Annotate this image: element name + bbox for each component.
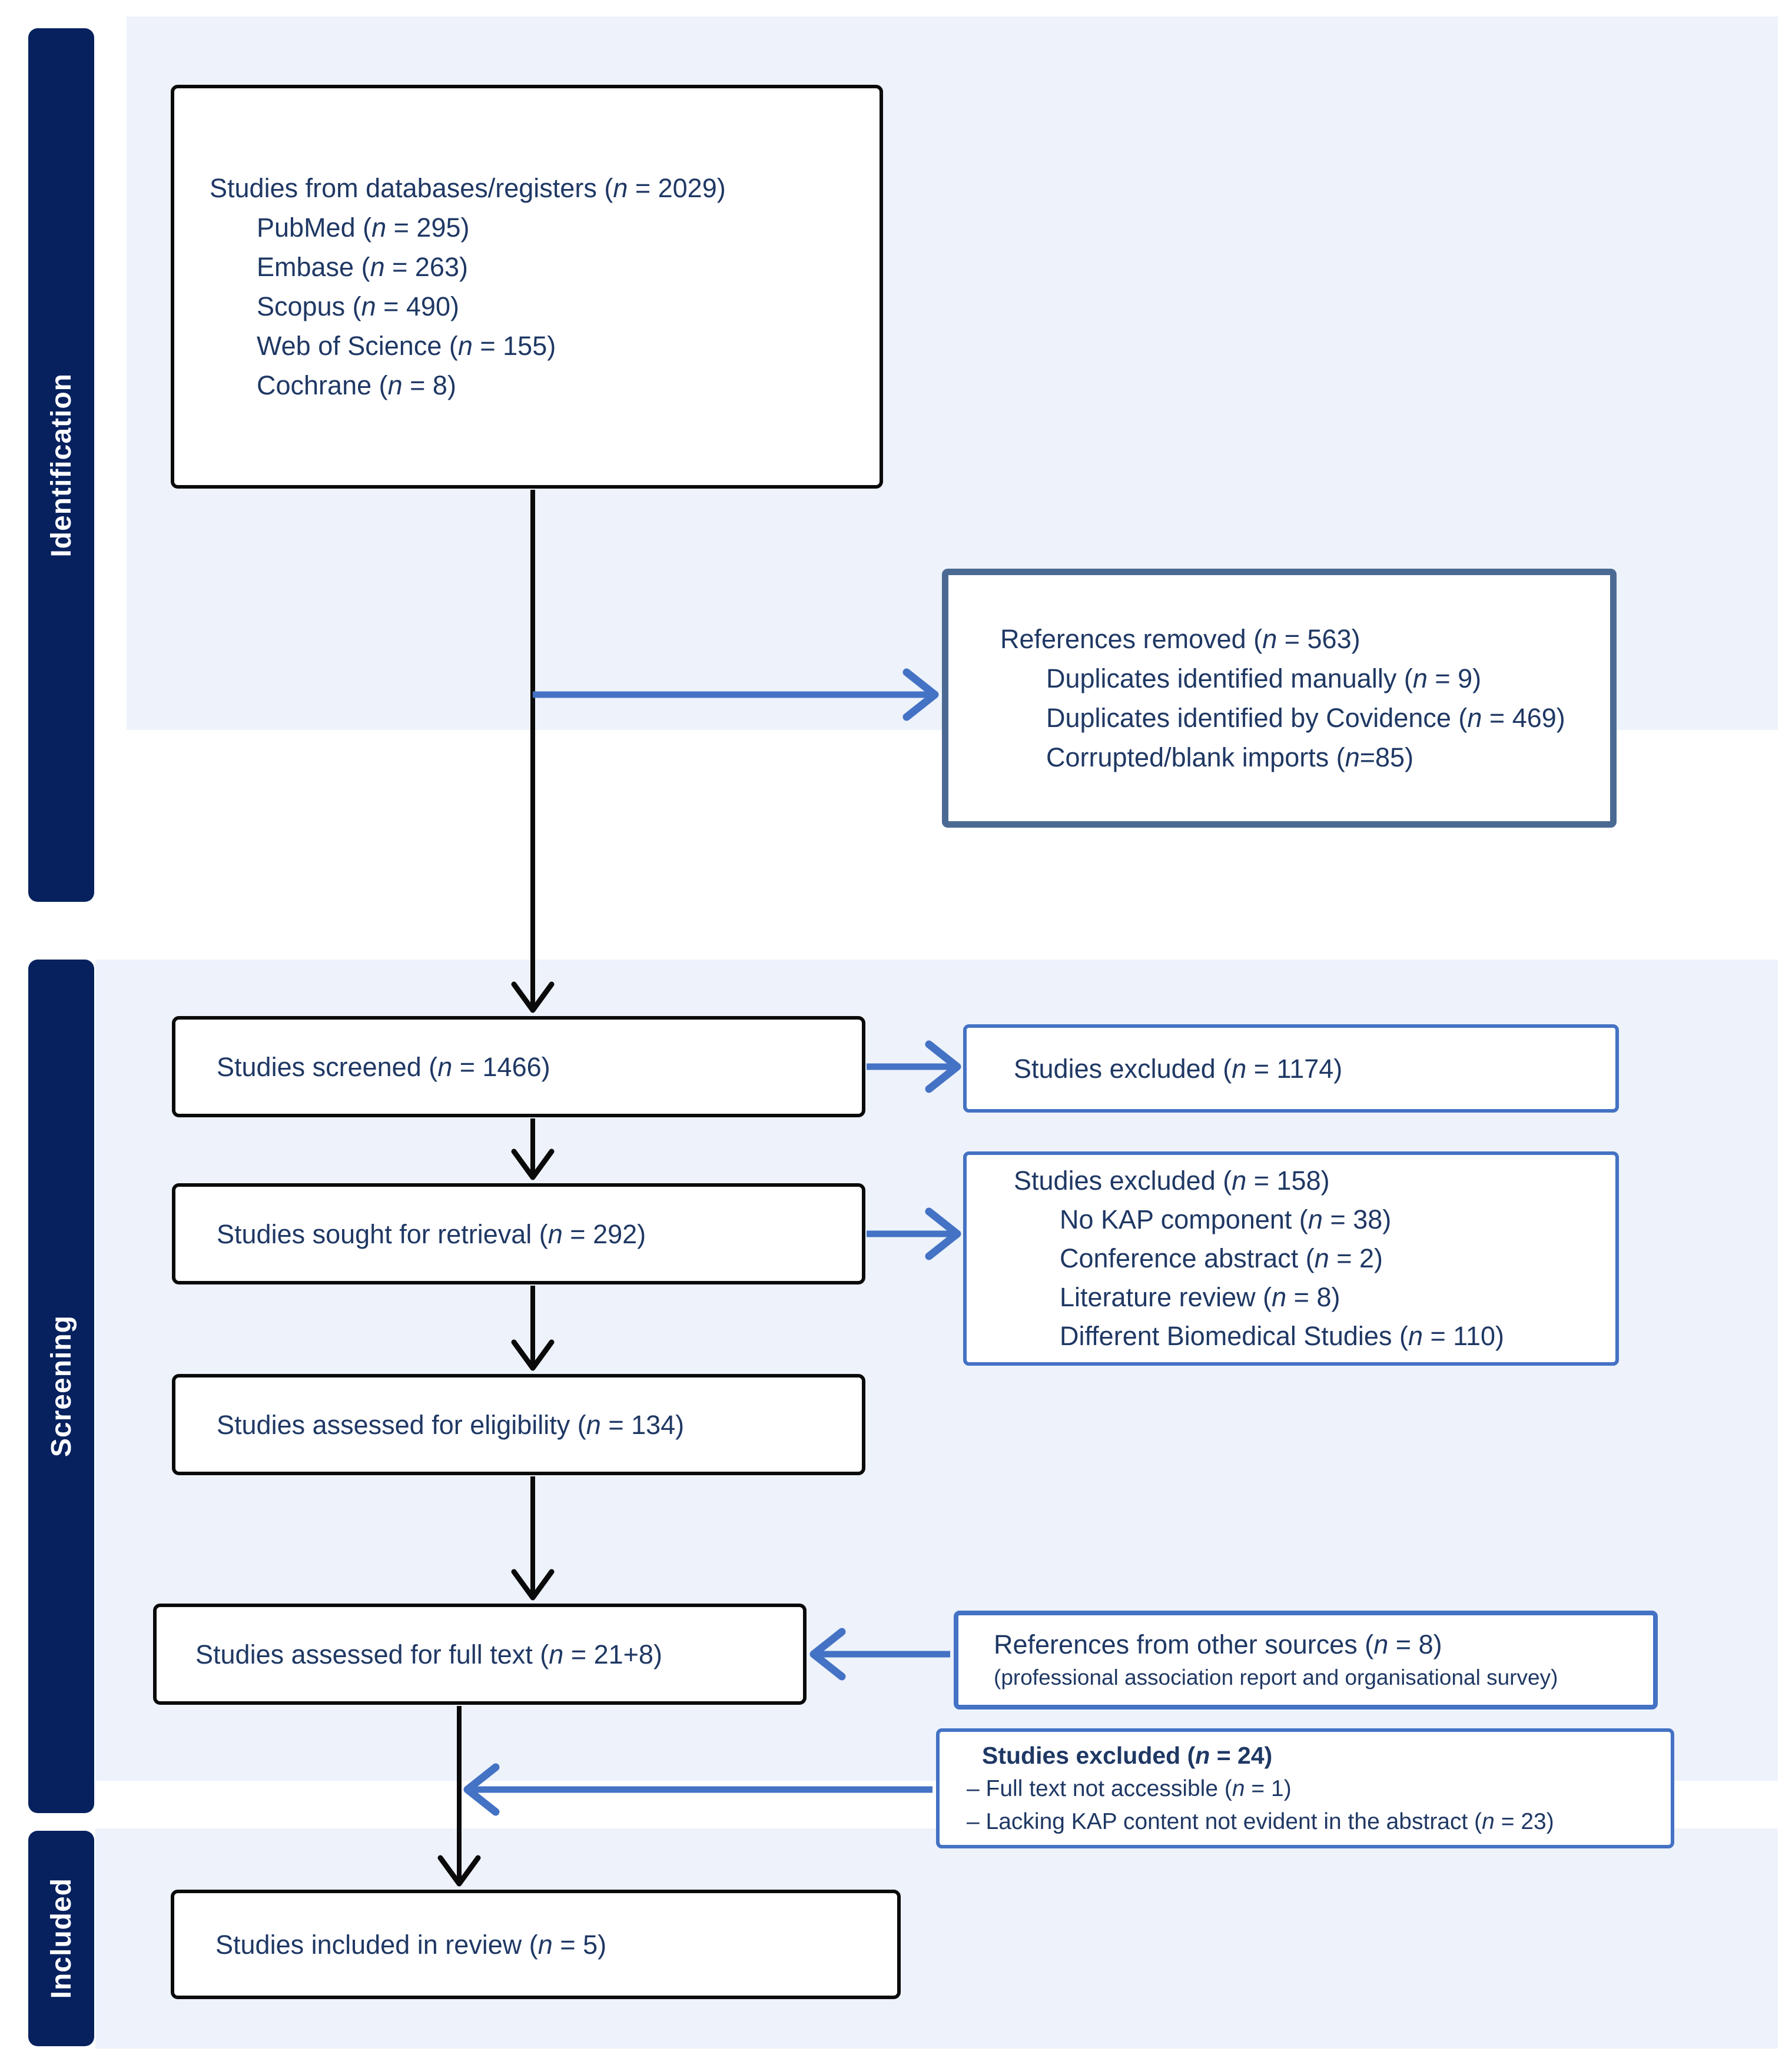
eligibility-box: Studies assessed for eligibility (n = 13… — [172, 1374, 865, 1475]
excluded-screening-title: Studies excluded (n = 1174) — [1014, 1053, 1343, 1084]
references-removed-box: References removed (n = 563) Duplicates … — [942, 569, 1617, 828]
sidebar-included-label: Included — [45, 1878, 77, 1999]
excluded-retrieval-item: Literature review (n = 8) — [1060, 1282, 1340, 1312]
excluded-retrieval-box: Studies excluded (n = 158) No KAP compon… — [963, 1151, 1619, 1366]
screened-box: Studies screened (n = 1466) — [172, 1016, 865, 1117]
other-sources-title: References from other sources (n = 8) — [994, 1629, 1442, 1659]
excluded-retrieval-item: Different Biomedical Studies (n = 110) — [1060, 1321, 1504, 1351]
excluded-fulltext-title: Studies excluded (n = 24) — [982, 1742, 1273, 1769]
sidebar-identification-label: Identification — [45, 373, 77, 557]
databases-item: Scopus (n = 490) — [257, 291, 459, 321]
references-removed-item: Duplicates identified by Covidence (n = … — [1046, 703, 1565, 733]
databases-item: PubMed (n = 295) — [257, 213, 470, 243]
sidebar-screening-label: Screening — [45, 1315, 77, 1458]
excluded-retrieval-item: Conference abstract (n = 2) — [1060, 1243, 1383, 1273]
databases-item: Embase (n = 263) — [257, 252, 468, 282]
databases-title: Studies from databases/registers (n = 20… — [210, 173, 726, 203]
references-removed-item: Duplicates identified manually (n = 9) — [1046, 663, 1482, 693]
excluded-fulltext-box: Studies excluded (n = 24) – Full text no… — [936, 1728, 1674, 1848]
sought-title: Studies sought for retrieval (n = 292) — [217, 1219, 646, 1249]
sidebar-identification: Identification — [28, 28, 94, 902]
databases-box: Studies from databases/registers (n = 20… — [171, 85, 883, 489]
excluded-fulltext-item: – Full text not accessible (n = 1) — [967, 1776, 1292, 1801]
excluded-retrieval-item: No KAP component (n = 38) — [1060, 1204, 1392, 1234]
included-title: Studies included in review (n = 5) — [215, 1929, 607, 1960]
excluded-screening-box: Studies excluded (n = 1174) — [963, 1024, 1619, 1113]
fulltext-box: Studies assessed for full text (n = 21+8… — [153, 1604, 807, 1705]
other-sources-box: References from other sources (n = 8) (p… — [954, 1611, 1658, 1709]
screened-title: Studies screened (n = 1466) — [217, 1051, 550, 1082]
excluded-fulltext-item: – Lacking KAP content not evident in the… — [967, 1809, 1554, 1834]
references-removed-title: References removed (n = 563) — [1000, 624, 1360, 654]
other-sources-subtitle: (professional association report and org… — [994, 1665, 1558, 1689]
databases-item: Cochrane (n = 8) — [257, 370, 456, 400]
fulltext-title: Studies assessed for full text (n = 21+8… — [195, 1639, 662, 1669]
databases-item: Web of Science (n = 155) — [257, 331, 556, 361]
sidebar-included: Included — [28, 1831, 94, 2046]
references-removed-item: Corrupted/blank imports (n=85) — [1046, 742, 1414, 772]
excluded-retrieval-title: Studies excluded (n = 158) — [1014, 1166, 1330, 1196]
sidebar-screening: Screening — [28, 960, 94, 1813]
sought-box: Studies sought for retrieval (n = 292) — [172, 1183, 865, 1284]
eligibility-title: Studies assessed for eligibility (n = 13… — [217, 1409, 685, 1440]
included-box: Studies included in review (n = 5) — [171, 1890, 901, 1999]
